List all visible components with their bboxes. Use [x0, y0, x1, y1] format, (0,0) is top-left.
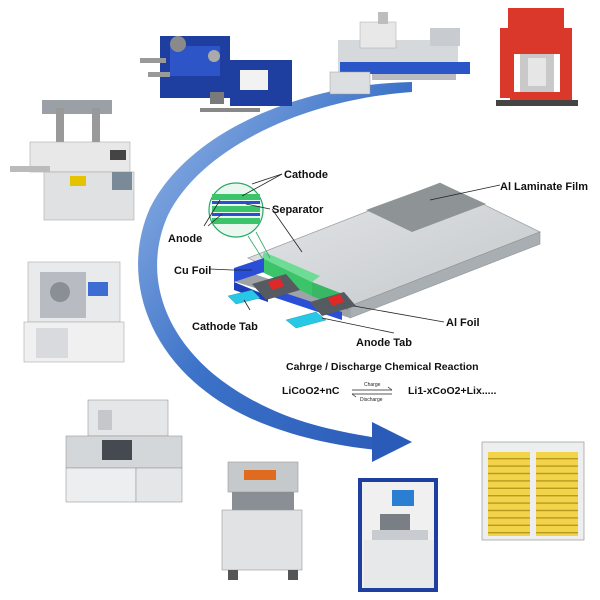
- shelf-line: [536, 458, 578, 460]
- label-cathode: Cathode: [284, 169, 328, 181]
- label-al-foil: Al Foil: [446, 317, 480, 329]
- shelf-line: [536, 532, 578, 534]
- battery-tester: [358, 478, 438, 592]
- shelf-line: [536, 465, 578, 467]
- shelf-line: [536, 517, 578, 519]
- aging-cabinet-shelves: [488, 458, 578, 534]
- heat-press-machine: [221, 461, 303, 580]
- shelf-line: [488, 495, 530, 497]
- shelf-line: [488, 458, 530, 460]
- shelf-line: [536, 495, 578, 497]
- process-flow-arrow: [138, 82, 413, 462]
- label-cu-foil: Cu Foil: [174, 265, 211, 277]
- winding-machine: [23, 261, 125, 363]
- shelf-line: [536, 502, 578, 504]
- label-separator: Separator: [272, 204, 324, 216]
- shelf-line: [536, 524, 578, 526]
- shelf-line: [536, 480, 578, 482]
- coating-machine: [329, 12, 470, 95]
- shelf-line: [488, 472, 530, 475]
- shelf-line: [536, 509, 578, 512]
- shelf-line: [488, 465, 530, 467]
- slitting-machine: [140, 36, 292, 112]
- shelf-line: [488, 524, 530, 526]
- al-laminate-film-panel: [366, 183, 486, 232]
- shelf-line: [488, 532, 530, 534]
- reaction-charge-label: Charge: [364, 382, 381, 388]
- label-al-laminate-film: Al Laminate Film: [500, 181, 588, 193]
- shelf-line: [488, 480, 530, 482]
- reaction-left: LiCoO2+nC: [282, 385, 340, 397]
- cathode-tab-shape: [227, 289, 261, 305]
- leader-lines: [203, 173, 501, 334]
- reaction-title: Cahrge / Discharge Chemical Reaction: [286, 361, 479, 373]
- reaction-right: Li1-xCoO2+Lix.....: [408, 385, 496, 397]
- shelf-line: [536, 472, 578, 475]
- shelf-line: [488, 517, 530, 519]
- reaction-discharge-label: Discharge: [360, 397, 383, 403]
- anode-tab-shape: [285, 311, 327, 329]
- pouch-cell: [208, 182, 541, 329]
- label-cathode-tab: Cathode Tab: [192, 321, 258, 333]
- stacking-machine: [65, 399, 183, 503]
- shelf-line: [536, 487, 578, 489]
- die-cutting-machine: [10, 100, 135, 221]
- label-anode-tab: Anode Tab: [356, 337, 412, 349]
- shelf-line: [488, 502, 530, 504]
- shelf-line: [488, 509, 530, 512]
- label-anode: Anode: [168, 233, 202, 245]
- planetary-mixer: [496, 8, 578, 106]
- reaction-arrows: [351, 386, 393, 398]
- shelf-line: [488, 487, 530, 489]
